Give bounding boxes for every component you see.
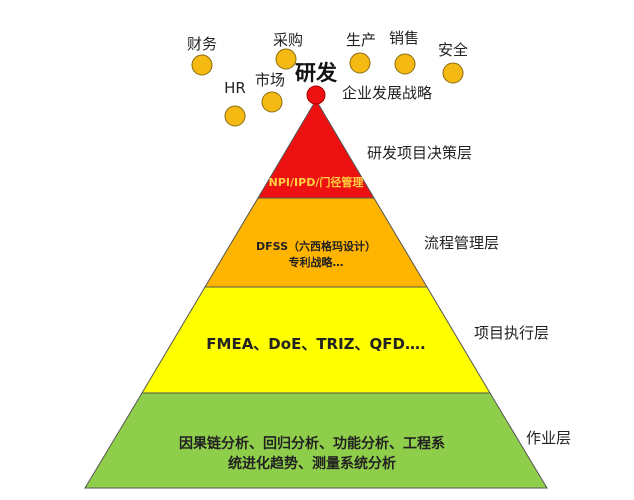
layer-decision-name: 研发项目决策层 — [367, 144, 472, 162]
svg-text:市场: 市场 — [255, 71, 285, 89]
layer-operation-name: 作业层 — [526, 429, 571, 447]
department-production: 生产 — [346, 31, 376, 74]
apex-circle — [306, 85, 326, 105]
layer-operation-content-2: 统进化趋势、测量系统分析 — [228, 455, 396, 472]
svg-text:安全: 安全 — [438, 41, 468, 59]
svg-text:生产: 生产 — [346, 31, 376, 49]
department-marketing: 市场 — [255, 71, 285, 113]
svg-text:采购: 采购 — [273, 31, 303, 49]
layer-process-content-2: 专利战略… — [289, 255, 344, 269]
department-purchasing: 采购 — [273, 31, 303, 70]
layer-operation-band — [84, 392, 548, 489]
department-safety: 安全 — [438, 41, 468, 84]
department-sales: 销售 — [389, 29, 419, 75]
svg-text:HR: HR — [224, 79, 246, 97]
svg-text:销售: 销售 — [389, 29, 419, 47]
layer-process-content-1: DFSS（六西格玛设计） — [256, 239, 376, 253]
layer-execution-content: FMEA、DoE、TRIZ、QFD…. — [206, 335, 425, 353]
department-hr: HR — [224, 79, 246, 127]
svg-text:财务: 财务 — [187, 35, 217, 53]
layer-process-name: 流程管理层 — [424, 234, 499, 252]
layer-execution-name: 项目执行层 — [474, 324, 549, 342]
strategy-label: 企业发展战略 — [342, 84, 432, 102]
department-finance: 财务 — [187, 35, 217, 76]
layer-decision-content: NPI/IPD/门径管理 — [269, 175, 364, 189]
layer-operation-content-1: 因果链分析、回归分析、功能分析、工程系 — [179, 435, 445, 452]
title: 研发 — [295, 61, 338, 85]
